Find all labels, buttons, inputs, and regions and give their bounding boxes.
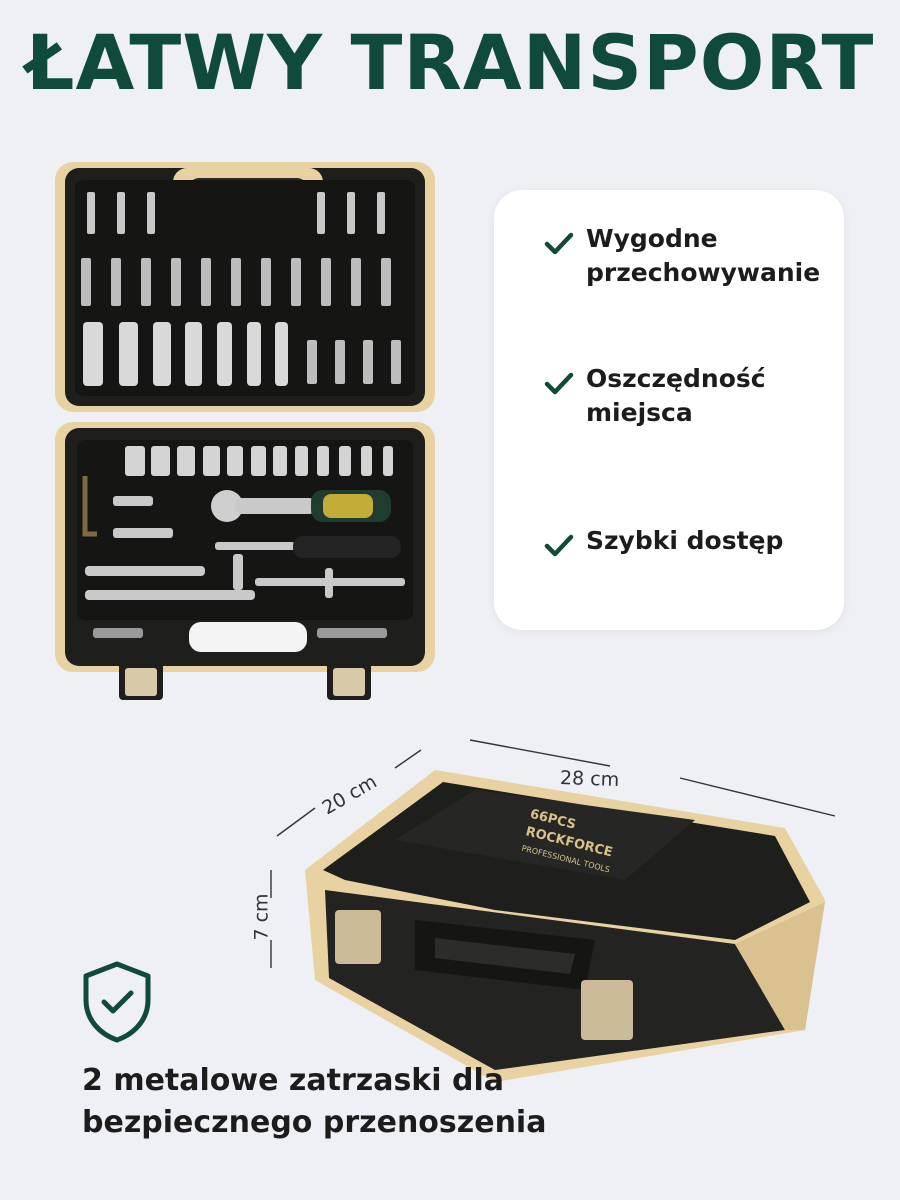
benefit-item: Wygodne przechowywanie [542, 222, 836, 290]
checkmark-icon [544, 534, 574, 557]
height-dimension: 7 cm [250, 893, 273, 941]
benefit-item: Oszczędność miejsca [542, 362, 796, 430]
clasps-caption: 2 metalowe zatrzaski dla bezpiecznego pr… [82, 1063, 547, 1140]
checkmark-icon [544, 372, 574, 395]
benefits-card: Wygodne przechowywanie Oszczędność miejs… [494, 190, 844, 630]
benefit-label: Wygodne przechowywanie [586, 224, 821, 287]
benefit-item: Szybki dostęp [542, 524, 836, 562]
shield-check-icon [83, 961, 151, 1043]
benefit-label: Szybki dostęp [586, 526, 784, 555]
benefit-label: Oszczędność miejsca [586, 364, 766, 427]
open-toolbox-image [55, 162, 435, 700]
page-title: ŁATWY TRANSPORT [25, 18, 875, 107]
closed-toolbox-image: ROCKFORCE 66PCS PROFESSIONAL TOOLS [270, 739, 836, 1082]
length-dimension: 28 cm [559, 766, 620, 792]
checkmark-icon [544, 232, 574, 255]
